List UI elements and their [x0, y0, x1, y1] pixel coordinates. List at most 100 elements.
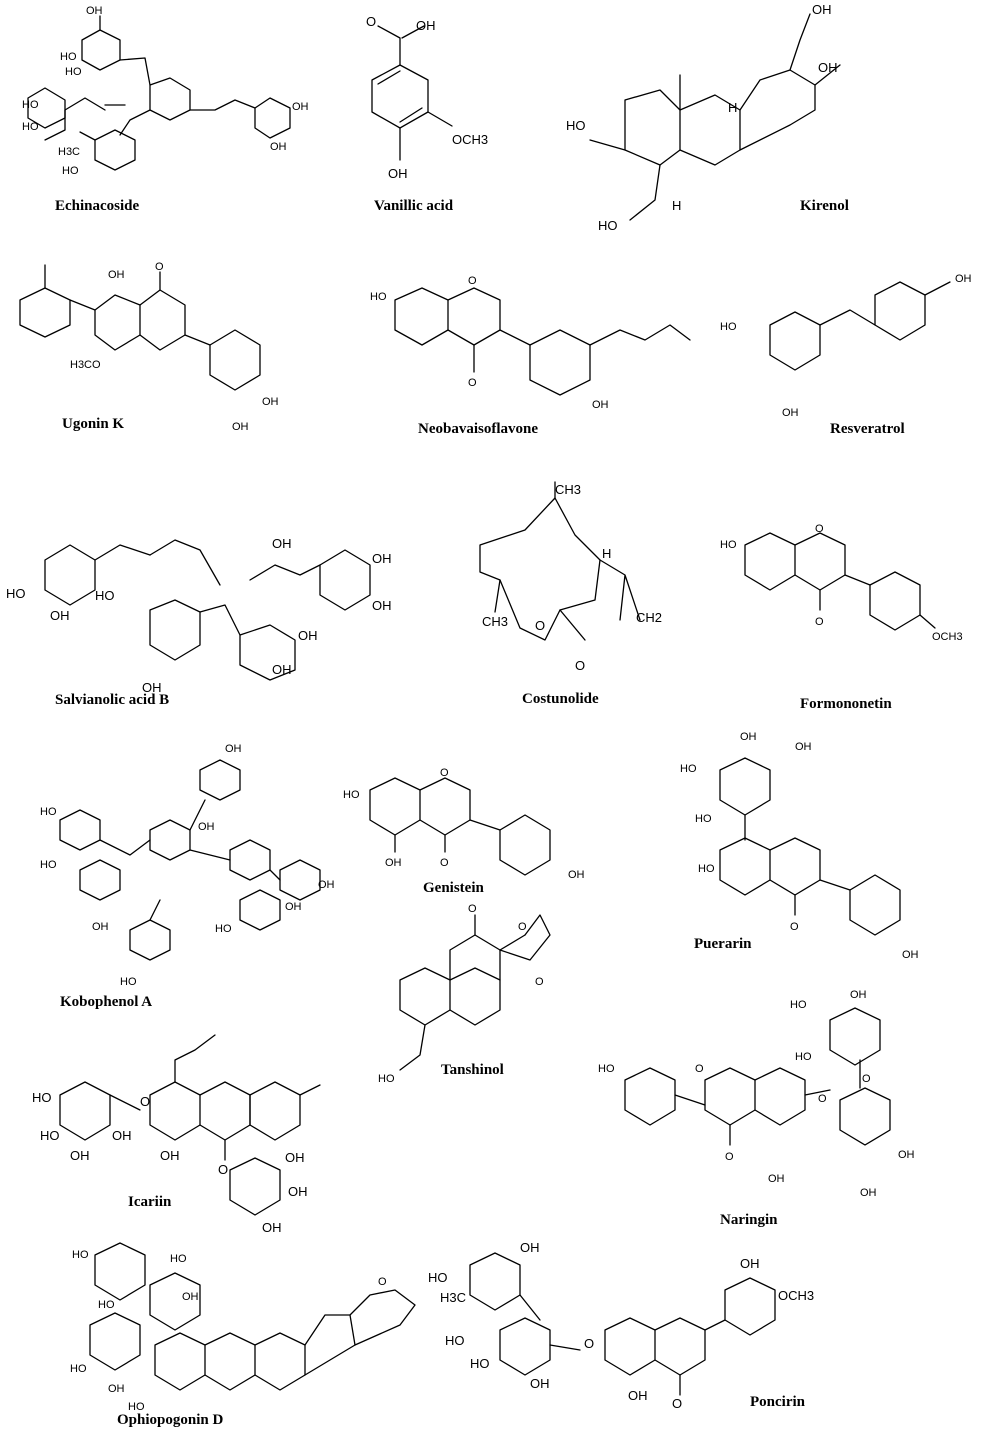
atom-label: OH	[108, 1383, 125, 1395]
atom-label: OH	[92, 921, 109, 933]
atom-label: HO	[698, 863, 715, 875]
structure-costunolide: CH3 H CH2 CH3 O O	[479, 481, 662, 673]
atom-label: OH	[225, 743, 242, 755]
atom-label: OH	[898, 1149, 915, 1161]
atom-label: OH	[628, 1388, 648, 1403]
atom-label: O	[366, 14, 376, 29]
atom-label: OH	[812, 2, 832, 17]
atom-label: OH	[112, 1128, 132, 1143]
atom-label: HO	[6, 586, 26, 601]
compound-name: Neobavaisoflavone	[418, 421, 538, 437]
atom-label: HO	[598, 1063, 615, 1075]
atom-label: HO	[566, 118, 586, 133]
compound-name: Poncirin	[750, 1394, 806, 1410]
structure-icariin: HO HO OH OH O OH O OH OH OH	[32, 1034, 321, 1235]
compound-name: Vanillic acid	[374, 198, 454, 214]
atom-label: OH	[530, 1376, 550, 1391]
atom-label: HO	[695, 813, 712, 825]
atom-label: HO	[70, 1363, 87, 1375]
structure-echinacoside: HO HO OH OH OH HO HO H3C HO	[22, 5, 309, 177]
atom-label: HO	[428, 1270, 448, 1285]
atom-label: OH	[86, 5, 103, 17]
atom-label: HO	[22, 121, 39, 133]
structure-vanillic-acid: OH O OCH3 OH	[366, 14, 488, 181]
atom-label: O	[140, 1094, 150, 1109]
compound-name: Formononetin	[800, 696, 892, 712]
atom-label: O	[518, 921, 527, 933]
atom-label: HO	[378, 1073, 395, 1085]
structure-neobavaisoflavone: HO O O OH	[370, 275, 691, 411]
atom-label: H3C	[440, 1290, 466, 1305]
atom-label: CH2	[636, 610, 662, 625]
atom-label: O	[584, 1336, 594, 1351]
atom-label: O	[862, 1073, 871, 1085]
atom-label: O	[468, 275, 477, 287]
atom-label: OH	[298, 628, 318, 643]
atom-label: HO	[40, 859, 57, 871]
atom-label: HO	[445, 1333, 465, 1348]
atom-label: OH	[262, 1220, 282, 1235]
atom-label: H	[602, 546, 611, 561]
atom-label: O	[535, 618, 545, 633]
atom-label: HO	[795, 1051, 812, 1063]
structure-kobophenol-a: HO HO OH OH OH OH OH HO HO	[40, 743, 335, 988]
atom-label: OH	[182, 1291, 199, 1303]
atom-label: H3CO	[70, 359, 101, 371]
compound-name: Kobophenol A	[60, 994, 152, 1010]
atom-label: OH	[318, 879, 335, 891]
atom-label: OH	[108, 269, 125, 281]
structure-poncirin: HO OH H3C HO HO OH O OH O OH OCH3	[428, 1240, 814, 1411]
atom-label: HO	[720, 321, 737, 333]
atom-label: O	[575, 658, 585, 673]
atom-label: OH	[416, 18, 436, 33]
atom-label: OH	[795, 741, 812, 753]
structure-tanshinol: O O O HO	[378, 903, 551, 1085]
atom-label: OH	[902, 949, 919, 961]
atom-label: O	[815, 616, 824, 628]
atom-label: CH3	[555, 482, 581, 497]
atom-label: HO	[95, 588, 115, 603]
compound-name: Puerarin	[694, 936, 752, 952]
atom-label: OH	[70, 1148, 90, 1163]
compound-name: Resveratrol	[830, 421, 905, 437]
compound-name: Ugonin K	[62, 416, 124, 432]
atom-label: OH	[142, 680, 162, 695]
atom-label: HO	[470, 1356, 490, 1371]
atom-label: OH	[850, 989, 867, 1001]
atom-label: HO	[598, 218, 618, 233]
compound-name: Tanshinol	[441, 1062, 504, 1078]
atom-label: HO	[40, 1128, 60, 1143]
atom-label: OH	[288, 1184, 308, 1199]
compound-name: Genistein	[423, 880, 484, 896]
atom-label: O	[672, 1396, 682, 1411]
atom-label: OH	[592, 399, 609, 411]
atom-label: O	[535, 976, 544, 988]
atom-label: OH	[198, 821, 215, 833]
atom-label: HO	[62, 165, 79, 177]
atom-label: OH	[860, 1187, 877, 1199]
compound-name: Icariin	[128, 1194, 172, 1210]
atom-label: CH3	[482, 614, 508, 629]
atom-label: HO	[72, 1249, 89, 1261]
compound-name: Naringin	[720, 1212, 778, 1228]
atom-label: HO	[720, 539, 737, 551]
atom-label: O	[790, 921, 799, 933]
atom-label: H3C	[58, 146, 80, 158]
atom-label: HO	[790, 999, 807, 1011]
atom-label: HO	[22, 99, 39, 111]
structure-ophiopogonin-d: HO HO HO OH HO OH HO O	[70, 1242, 416, 1413]
structure-genistein: HO O O OH OH	[343, 767, 585, 881]
atom-label: OH	[262, 396, 279, 408]
atom-label: H	[672, 198, 681, 213]
atom-label: OH	[372, 598, 392, 613]
atom-label: OCH3	[932, 631, 963, 643]
atom-label: OCH3	[778, 1288, 814, 1303]
atom-label: HO	[65, 66, 82, 78]
atom-label: OH	[372, 551, 392, 566]
structure-formononetin: HO O O OCH3	[720, 523, 963, 643]
atom-label: OH	[385, 857, 402, 869]
atom-label: OH	[740, 731, 757, 743]
atom-label: OH	[232, 421, 249, 433]
atom-label: O	[695, 1063, 704, 1075]
